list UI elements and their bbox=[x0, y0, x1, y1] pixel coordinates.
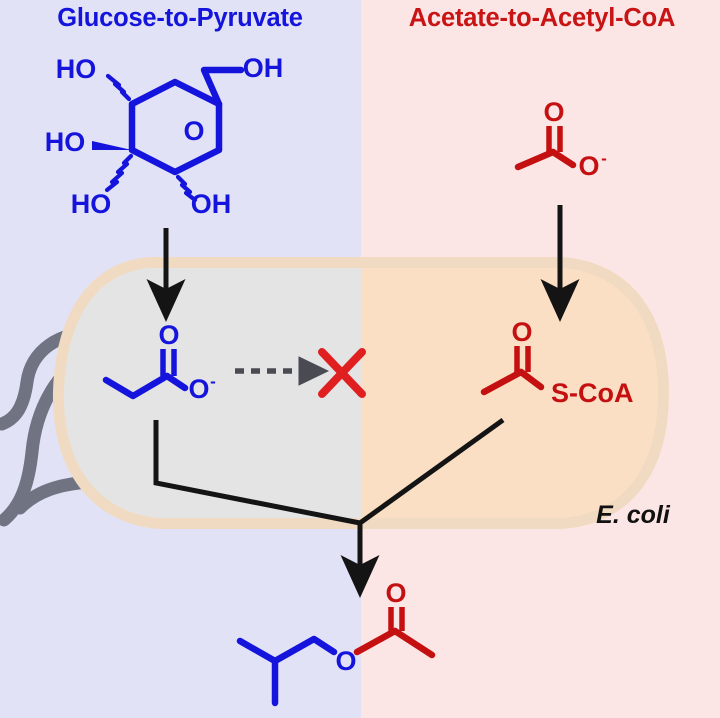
cytoplasm-group bbox=[63, 268, 658, 518]
acetyl-coa-label-carbonyl-oxygen: O bbox=[511, 317, 532, 347]
glucose-label-ring-oxygen: O bbox=[183, 116, 204, 146]
glucose-hash-c5 bbox=[104, 153, 134, 193]
left-panel-title: Glucose-to-Pyruvate bbox=[57, 4, 303, 32]
acetate-molecule: O O - bbox=[514, 97, 607, 181]
cytoplasm-right bbox=[361, 268, 658, 518]
ester-label-ether-oxygen: O bbox=[335, 646, 356, 676]
right-panel-title: Acetate-to-Acetyl-CoA bbox=[409, 4, 675, 32]
glucose-label-ho-bottom: HO bbox=[71, 189, 112, 219]
acetate-carboxyl-bond bbox=[549, 148, 577, 169]
acetyl-coa-molecule: O S-CoA bbox=[480, 317, 634, 408]
isobutyl-group bbox=[236, 637, 279, 707]
pyruvate-skeleton bbox=[102, 372, 171, 400]
pyruvate-label-charge: - bbox=[210, 372, 216, 391]
product-flow-lines bbox=[153, 417, 505, 599]
glucose-ring bbox=[128, 78, 223, 176]
acetyl-methyl-bond bbox=[391, 627, 436, 659]
glucose-hash-c3 bbox=[105, 73, 132, 102]
glucose-wedge-c4 bbox=[92, 141, 132, 150]
glucose-label-oh-top: OH bbox=[243, 53, 284, 83]
acetyl-coa-skeleton bbox=[480, 368, 525, 396]
pyruvate-molecule: O O - bbox=[102, 320, 216, 404]
acetyl-coa-label-thiol-coa: S-CoA bbox=[551, 378, 634, 408]
glucose-hydroxymethyl-bond bbox=[200, 66, 245, 108]
acetyl-coa-thioester-bond bbox=[517, 368, 545, 391]
acetate-label-oxyanion: O bbox=[578, 151, 599, 181]
acetyl-ester-bond bbox=[353, 627, 399, 656]
glucose-hash-anomeric bbox=[175, 174, 198, 203]
organism-label: E. coli bbox=[596, 501, 671, 529]
red-x-stroke-b bbox=[318, 348, 366, 398]
isobutyl-chain bbox=[271, 635, 338, 665]
pyruvate-flow-line bbox=[153, 420, 361, 526]
glucose-label-ho-top: HO bbox=[56, 54, 97, 84]
pyruvate-label-carbonyl-oxygen: O bbox=[158, 320, 179, 350]
glucose-molecule: HO OH HO O HO OH bbox=[45, 53, 284, 219]
acetate-label-charge: - bbox=[601, 149, 607, 168]
acetate-label-carbonyl-oxygen: O bbox=[543, 97, 564, 127]
pyruvate-label-oxyanion: O bbox=[188, 374, 209, 404]
cytoplasm-left bbox=[63, 268, 361, 518]
pyruvate-carboxyl-bond bbox=[163, 372, 189, 392]
acetyl-coa-flow-line bbox=[358, 417, 505, 526]
blocked-conversion-annotation bbox=[235, 348, 366, 398]
acetate-skeleton bbox=[514, 148, 557, 171]
glucose-label-ho-left: HO bbox=[45, 127, 86, 157]
isobutyl-acetate-molecule: O O bbox=[236, 578, 436, 707]
ester-label-carbonyl-oxygen: O bbox=[385, 578, 406, 608]
glucose-label-oh-bottom: OH bbox=[191, 189, 232, 219]
